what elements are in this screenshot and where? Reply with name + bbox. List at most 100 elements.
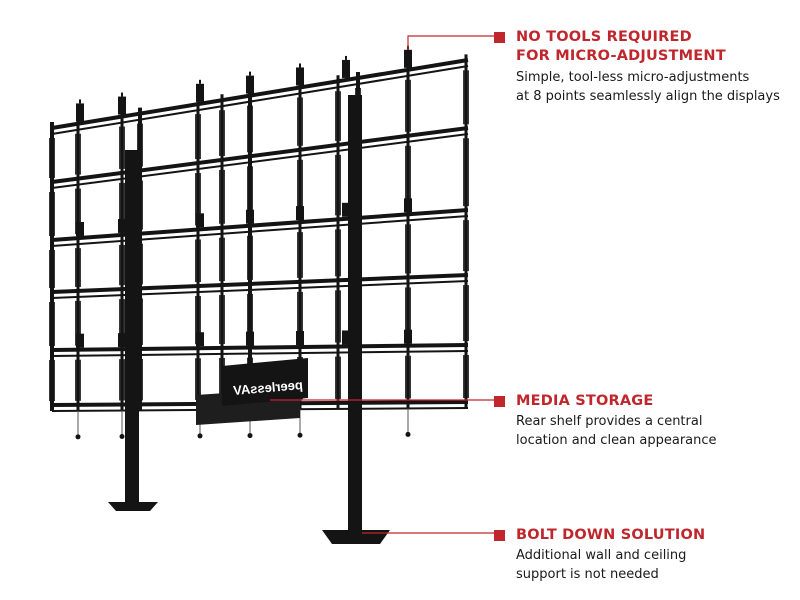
frame-rail: [51, 215, 469, 247]
callout-description: Simple, tool-less micro-adjustments at 8…: [516, 68, 780, 106]
callout-title: NO TOOLS REQUIRED FOR MICRO-ADJUSTMENT: [516, 28, 726, 66]
frame-rail: [51, 343, 469, 352]
adjustment-hook: [76, 333, 84, 348]
adjustment-hook: [118, 96, 126, 115]
frame-bracket: [195, 296, 201, 345]
adjustment-hook: [404, 49, 412, 68]
frame-bracket: [405, 355, 411, 399]
frame-bracket: [247, 235, 253, 280]
frame-bracket: [297, 97, 303, 146]
callout-title-line: NO TOOLS REQUIRED: [516, 29, 692, 45]
frame-bracket: [49, 138, 55, 178]
adjustment-hook: [118, 218, 126, 233]
frame-rail: [51, 133, 469, 189]
frame-bracket: [463, 220, 469, 272]
frame-bracket: [119, 182, 125, 231]
callout-desc-line: Simple, tool-less micro-adjustments: [516, 70, 750, 85]
frame-bracket: [195, 173, 201, 226]
mount-frame: peerlessAV: [49, 45, 469, 544]
frame-bracket: [247, 105, 253, 153]
frame-bracket: [297, 232, 303, 278]
frame-bracket: [49, 302, 55, 346]
callout-title: BOLT DOWN SOLUTION: [516, 526, 705, 545]
callout-desc-line: Rear shelf provides a central: [516, 414, 703, 429]
frame-bracket: [75, 248, 81, 287]
square-bullet-icon: [494, 396, 505, 407]
adjustment-hook: [342, 59, 350, 78]
callout-description: Additional wall and ceiling support is n…: [516, 546, 686, 584]
frame-bracket: [75, 133, 81, 175]
adjustment-hook: [246, 75, 254, 94]
adjustment-hook: [196, 83, 204, 102]
frame-bracket: [137, 123, 143, 167]
frame-bracket: [75, 359, 81, 401]
frame-bracket: [119, 244, 125, 286]
frame-bracket: [405, 79, 411, 132]
frame-bracket: [219, 237, 225, 282]
adjustment-hook: [76, 221, 84, 236]
adjustment-hook: [246, 209, 254, 224]
adjustment-hook: [246, 331, 254, 346]
callout-desc-line: location and clean appearance: [516, 433, 717, 448]
frame-bracket: [335, 356, 341, 399]
frame-bracket: [247, 166, 253, 222]
frame-bracket: [463, 285, 469, 342]
frame-bracket: [297, 291, 303, 344]
frame-bracket: [297, 159, 303, 219]
callout-title-line: BOLT DOWN SOLUTION: [516, 527, 706, 543]
frame-rail: [51, 273, 469, 294]
callout-desc-line: support is not needed: [516, 567, 659, 582]
frame-bracket: [219, 110, 225, 156]
frame-bracket: [49, 360, 55, 401]
callout-title-line: MEDIA STORAGE: [516, 393, 654, 409]
callout-description: Rear shelf provides a central location a…: [516, 412, 717, 450]
safety-cable: [197, 433, 203, 439]
frame-bracket: [137, 298, 143, 345]
frame-bracket: [335, 229, 341, 277]
frame-bracket: [195, 114, 201, 160]
media-shelf-backplate: [222, 358, 308, 406]
frame-bracket: [75, 188, 81, 235]
frame-bracket: [463, 138, 469, 207]
frame-bracket: [335, 290, 341, 343]
safety-cable: [247, 433, 253, 439]
frame-bracket: [335, 91, 341, 141]
frame-bracket: [119, 299, 125, 346]
leader-line-micro-adjustment: [407, 35, 494, 50]
frame-rail: [51, 58, 469, 130]
safety-cable: [119, 433, 125, 439]
base-plate-right: [322, 530, 390, 544]
brand-plate-logo: peerlessAV: [232, 377, 303, 398]
frame-bracket: [49, 250, 55, 288]
square-bullet-icon: [494, 530, 505, 541]
support-pole-left: [125, 150, 139, 502]
frame-bracket: [119, 126, 125, 169]
callout-desc-line: Additional wall and ceiling: [516, 548, 687, 563]
frame-rail: [51, 208, 469, 242]
adjustment-hook: [342, 202, 350, 217]
callout-title-line: FOR MICRO-ADJUSTMENT: [516, 48, 726, 64]
adjustment-hook: [404, 329, 412, 344]
frame-bracket: [405, 287, 411, 342]
square-bullet-icon: [494, 32, 505, 43]
adjustment-hook: [404, 198, 412, 213]
frame-bracket: [137, 243, 143, 285]
frame-bracket: [49, 192, 55, 236]
callout-desc-line: at 8 points seamlessly align the display…: [516, 89, 780, 104]
support-pole-right: [348, 95, 362, 535]
frame-bracket: [195, 239, 201, 283]
frame-rail: [51, 65, 469, 135]
frame-bracket: [137, 180, 143, 230]
adjustment-hook: [342, 330, 350, 345]
frame-bracket: [405, 145, 411, 211]
frame-rail: [51, 280, 469, 299]
adjustment-hook: [118, 333, 126, 348]
base-plate-left: [108, 502, 158, 511]
frame-rail: [51, 126, 469, 184]
frame-bracket: [195, 358, 201, 400]
frame-bracket: [137, 358, 143, 401]
frame-bracket: [119, 359, 125, 401]
adjustment-hook: [296, 67, 304, 86]
